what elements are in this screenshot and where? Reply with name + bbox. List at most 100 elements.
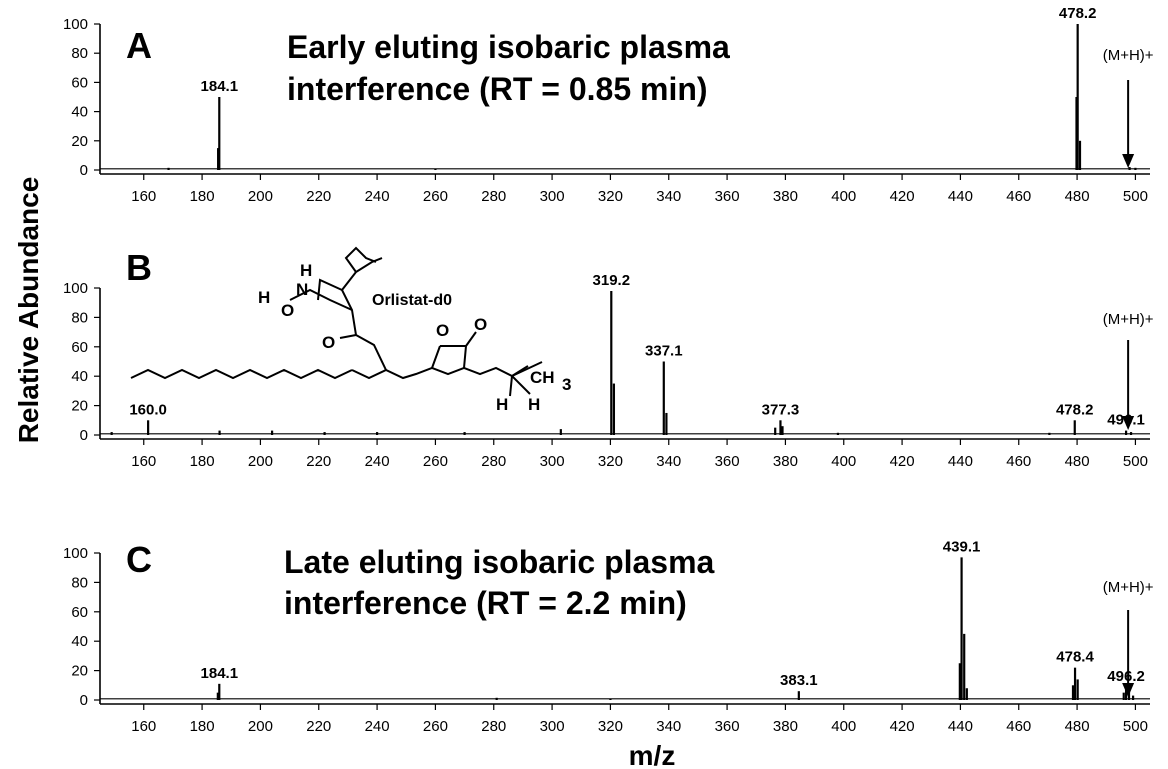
peak-label: 439.1 <box>943 538 981 555</box>
structure-alkyl-chain <box>130 368 353 380</box>
peak-label: 377.3 <box>762 401 800 418</box>
structure-carbonyl <box>339 334 357 339</box>
x-tick-label: 160 <box>131 453 156 470</box>
x-tick-label: 320 <box>598 188 623 205</box>
x-tick-label: 200 <box>248 718 273 735</box>
x-tick-label: 360 <box>715 453 740 470</box>
x-tick-label: 340 <box>656 718 681 735</box>
x-tick-label: 400 <box>831 453 856 470</box>
panel-annotation: interference (RT = 0.85 min) <box>287 71 708 107</box>
x-tick-label: 160 <box>131 188 156 205</box>
x-tick-label: 200 <box>248 188 273 205</box>
molecular-ion-label: (M+H)+ <box>1103 579 1154 596</box>
peak-label: 478.2 <box>1059 5 1097 22</box>
y-axis-label: Relative Abundance <box>13 177 44 444</box>
x-tick-label: 360 <box>715 718 740 735</box>
x-tick-label: 480 <box>1065 453 1090 470</box>
x-tick-label: 420 <box>890 718 915 735</box>
y-tick-label: 100 <box>63 16 88 33</box>
x-tick-label: 220 <box>306 188 331 205</box>
x-tick-label: 500 <box>1123 453 1148 470</box>
x-tick-label: 340 <box>656 453 681 470</box>
y-tick-label: 20 <box>71 133 88 150</box>
x-tick-label: 380 <box>773 188 798 205</box>
orlistat-structure: CH 3 H H O O N H H O O Orlistat-d0 <box>130 246 571 414</box>
x-tick-label: 300 <box>540 188 565 205</box>
molecular-ion-arrowhead <box>1122 416 1135 430</box>
structure-atom-ch3: CH <box>530 368 555 387</box>
y-tick-label: 60 <box>71 339 88 356</box>
x-tick-label: 300 <box>540 453 565 470</box>
x-tick-label: 260 <box>423 718 448 735</box>
structure-atom-o: O <box>322 333 335 352</box>
structure-isobutyl <box>317 278 343 301</box>
molecular-ion-label: (M+H)+ <box>1103 47 1154 64</box>
structure-atom-n: N <box>296 280 308 299</box>
x-tick-label: 260 <box>423 188 448 205</box>
peak-label: 478.2 <box>1056 401 1094 418</box>
x-tick-label: 160 <box>131 718 156 735</box>
peak-label: 184.1 <box>201 665 239 682</box>
x-tick-label: 360 <box>715 188 740 205</box>
x-tick-label: 240 <box>365 188 390 205</box>
y-tick-label: 100 <box>63 280 88 297</box>
x-tick-label: 400 <box>831 718 856 735</box>
structure-bond <box>509 375 513 397</box>
x-tick-label: 500 <box>1123 188 1148 205</box>
x-tick-label: 200 <box>248 453 273 470</box>
x-tick-label: 380 <box>773 718 798 735</box>
panel-annotation: interference (RT = 2.2 min) <box>284 585 687 621</box>
structure-bond <box>511 375 531 395</box>
x-axis-label: m/z <box>629 740 676 769</box>
x-tick-label: 240 <box>365 718 390 735</box>
x-tick-label: 280 <box>481 188 506 205</box>
x-tick-label: 420 <box>890 188 915 205</box>
y-tick-label: 20 <box>71 398 88 415</box>
peak-label: 478.4 <box>1056 649 1094 666</box>
structure-ring <box>431 345 441 369</box>
x-tick-label: 440 <box>948 188 973 205</box>
panel-letter: B <box>126 247 152 288</box>
panel-letter: A <box>126 25 152 66</box>
x-tick-label: 340 <box>656 188 681 205</box>
structure-branch <box>340 257 387 371</box>
x-tick-label: 480 <box>1065 188 1090 205</box>
x-tick-label: 440 <box>948 718 973 735</box>
x-tick-label: 280 <box>481 453 506 470</box>
y-tick-label: 0 <box>80 692 88 709</box>
y-tick-label: 20 <box>71 663 88 680</box>
y-tick-label: 60 <box>71 604 88 621</box>
y-tick-label: 80 <box>71 574 88 591</box>
panel-b: CH 3 H H O O N H H O O Orlistat-d0 02040… <box>63 246 1154 470</box>
peak-label: 383.1 <box>780 672 818 689</box>
structure-atom-h: H <box>300 261 312 280</box>
structure-amide <box>289 288 353 311</box>
x-tick-label: 440 <box>948 453 973 470</box>
x-tick-label: 180 <box>190 453 215 470</box>
structure-isobutyl-top <box>344 246 377 273</box>
x-tick-label: 460 <box>1006 718 1031 735</box>
x-tick-label: 460 <box>1006 453 1031 470</box>
structure-ring <box>465 331 477 347</box>
y-tick-label: 60 <box>71 74 88 91</box>
x-tick-label: 320 <box>598 453 623 470</box>
molecular-ion-arrowhead <box>1122 154 1135 168</box>
y-tick-label: 40 <box>71 368 88 385</box>
x-tick-label: 180 <box>190 718 215 735</box>
x-tick-label: 300 <box>540 718 565 735</box>
x-tick-label: 460 <box>1006 188 1031 205</box>
y-tick-label: 80 <box>71 45 88 62</box>
x-tick-label: 400 <box>831 188 856 205</box>
structure-atom-o: O <box>474 315 487 334</box>
x-tick-label: 500 <box>1123 718 1148 735</box>
structure-atom-o: O <box>436 321 449 340</box>
y-tick-label: 100 <box>63 545 88 562</box>
x-tick-label: 280 <box>481 718 506 735</box>
structure-atom-h: H <box>258 288 270 307</box>
peak-label: 319.2 <box>593 272 631 289</box>
structure-atom-h: H <box>528 395 540 414</box>
peak-label: 337.1 <box>645 343 683 360</box>
x-tick-label: 380 <box>773 453 798 470</box>
